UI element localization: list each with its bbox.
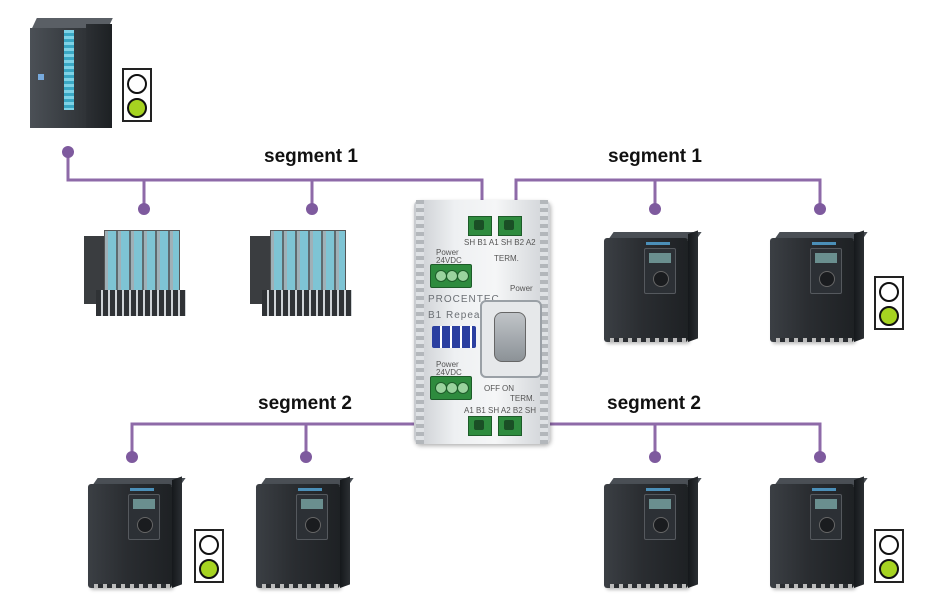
drive-device [604, 476, 702, 590]
status-lamp-top-icon [879, 535, 899, 555]
bus-node [814, 451, 826, 463]
bus-node [814, 203, 826, 215]
drive-device [88, 476, 186, 590]
off-label: OFF [484, 384, 500, 393]
bus-node [300, 451, 312, 463]
top-terminal-labels: SH B1 A1 SH B2 A2 [464, 238, 536, 247]
voltage-label: 24VDC [436, 368, 462, 377]
bus-node [649, 451, 661, 463]
brand-label: PROCENTEC [428, 294, 500, 305]
bus-node [649, 203, 661, 215]
status-lamp-top-icon [127, 74, 147, 94]
segment-label: segment 1 [264, 146, 358, 167]
status-light [874, 529, 904, 583]
db9-connector [480, 300, 542, 378]
power-label: Power [436, 248, 459, 257]
drive-device [604, 230, 702, 344]
power-label: Power [510, 284, 533, 293]
status-light [874, 276, 904, 330]
bus-node [138, 203, 150, 215]
profibus-logo [432, 326, 476, 348]
plc-master-device [30, 18, 113, 128]
status-light [194, 529, 224, 583]
status-lamp-bottom-icon [879, 559, 899, 579]
io-module [250, 230, 354, 318]
term-label: TERM. [510, 394, 535, 403]
drive-device [770, 476, 868, 590]
b1-repeater-device: SH B1 A1 SH B2 A2 Power 24VDC TERM. Powe… [414, 200, 550, 444]
status-lamp-top-icon [879, 282, 899, 302]
io-module [84, 230, 188, 318]
model-label: B1 Repeater [428, 310, 496, 321]
status-light [122, 68, 152, 122]
term-label: TERM. [494, 254, 519, 263]
bus-node [306, 203, 318, 215]
segment-2-left-line [130, 422, 482, 456]
power-label: Power [436, 360, 459, 369]
status-lamp-bottom-icon [879, 306, 899, 326]
segment-label: segment 1 [608, 146, 702, 167]
segment-label: segment 2 [258, 393, 352, 414]
on-label: ON [502, 384, 514, 393]
status-lamp-bottom-icon [199, 559, 219, 579]
segment-1-right-line [514, 178, 822, 226]
voltage-label: 24VDC [436, 256, 462, 265]
segment-2-right-line [516, 422, 822, 456]
segment-label: segment 2 [607, 393, 701, 414]
bottom-terminal-labels: A1 B1 SH A2 B2 SH [464, 406, 537, 415]
bus-node [126, 451, 138, 463]
bus-node [62, 146, 74, 158]
status-lamp-top-icon [199, 535, 219, 555]
drive-device [256, 476, 354, 590]
status-lamp-bottom-icon [127, 98, 147, 118]
drive-device [770, 230, 868, 344]
